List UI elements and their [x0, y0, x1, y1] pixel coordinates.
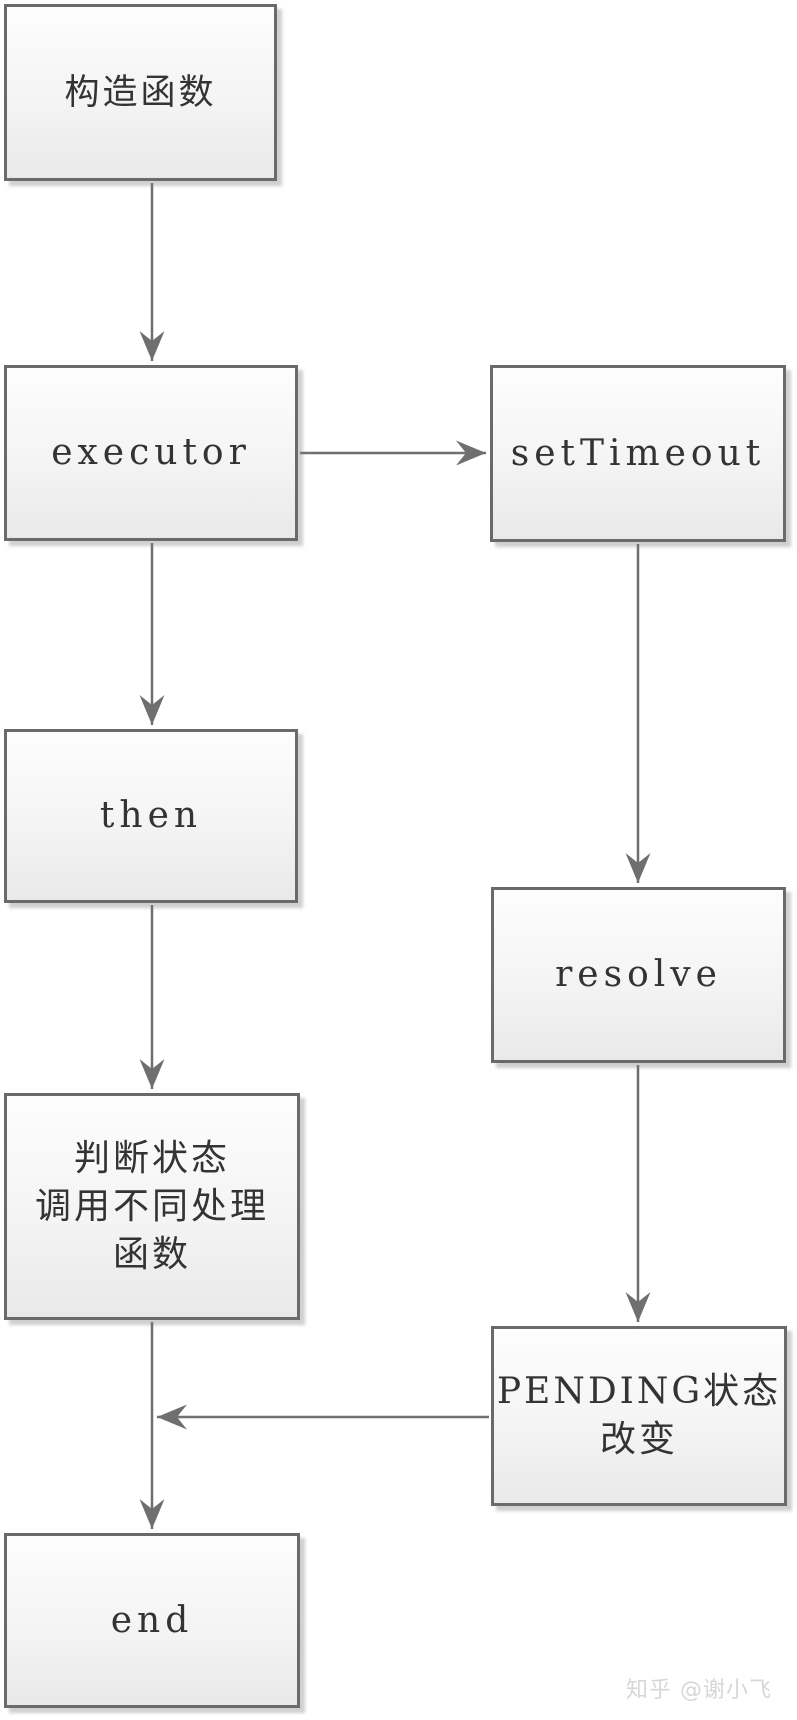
node-label: end — [110, 1599, 194, 1641]
flowchart-node-executor: executor — [4, 365, 298, 541]
zhihu-watermark: 知乎 @谢小飞 — [626, 1678, 772, 1703]
flowchart-node-judge-state: 判断状态 调用不同处理 函数 — [4, 1093, 300, 1320]
node-label-line: PENDING状态 — [496, 1371, 782, 1412]
node-label: setTimeout — [510, 432, 766, 474]
node-label: then — [99, 795, 203, 836]
node-label: 构造函数 — [64, 72, 217, 113]
flowchart-node-end: end — [4, 1533, 300, 1708]
flowchart-node-resolve: resolve — [491, 887, 786, 1063]
flowchart-node-settimeout: setTimeout — [490, 365, 786, 542]
node-label: resolve — [555, 954, 722, 995]
node-label: executor — [51, 432, 251, 473]
flowchart-node-pending-state-change: PENDING状态 改变 — [491, 1326, 787, 1506]
node-label-line: 调用不同处理 — [34, 1185, 269, 1227]
node-label-line: 函数 — [112, 1233, 191, 1275]
flowchart-node-constructor: 构造函数 — [4, 4, 277, 181]
node-label-line: 改变 — [599, 1419, 678, 1460]
node-label-line: 判断状态 — [73, 1137, 230, 1179]
flowchart-node-then: then — [4, 729, 298, 903]
